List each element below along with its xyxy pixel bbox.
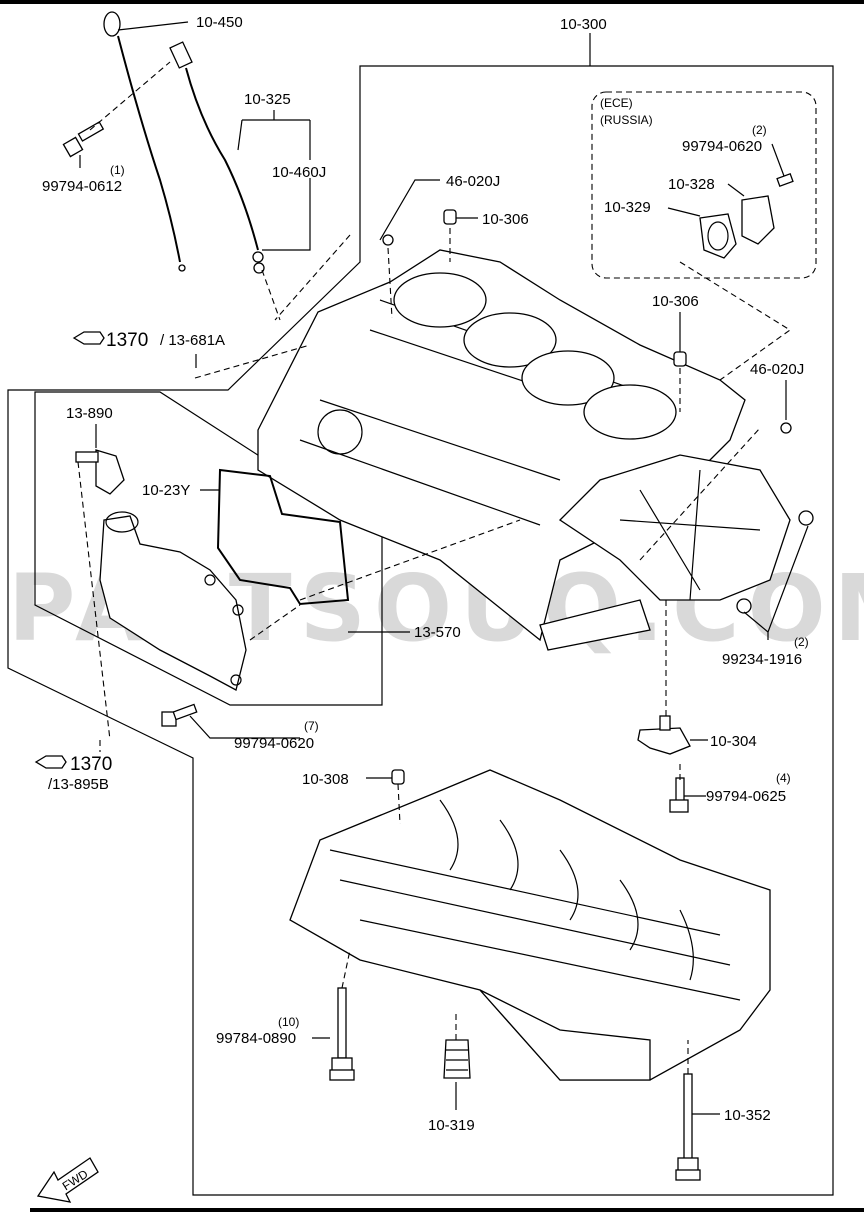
oil-dipstick: [103, 11, 186, 272]
oil-jet: [637, 715, 691, 755]
label-qty-7: (7): [304, 719, 319, 733]
label-10-304: 10-304: [710, 733, 757, 750]
label-qty-10: (10): [278, 1015, 299, 1029]
fwd-arrow: [36, 1157, 99, 1203]
pcv-fitting: [75, 449, 125, 495]
cover-plate: [741, 195, 775, 245]
dowel-pin-mid: [673, 351, 687, 367]
separator-gasket: [216, 468, 350, 606]
label-10-23y: 10-23Y: [142, 482, 190, 499]
label-ref-1370-a: 1370: [106, 330, 148, 351]
label-10-328: 10-328: [668, 176, 715, 193]
label-10-450: 10-450: [196, 14, 243, 31]
reference-hand-icon-a: [72, 331, 105, 345]
bolt-99784-0890: [329, 987, 355, 1081]
label-qty-2-mid: (2): [794, 635, 809, 649]
plug-right: [780, 422, 792, 434]
top-border-bar: [0, 0, 864, 4]
bolt-99794-0620: [161, 703, 198, 727]
label-99794-0625: 99794-0625: [706, 788, 786, 805]
label-10-329: 10-329: [604, 199, 651, 216]
oil-separator: [99, 511, 247, 691]
label-qty-4: (4): [776, 771, 791, 785]
label-ref-13-895b: /13-895B: [48, 776, 109, 793]
label-46-020j-top: 46-020J: [446, 173, 500, 190]
bush-10-319: [443, 1039, 471, 1079]
label-99794-0620-mid: 99794-0620: [234, 735, 314, 752]
oil-separator-frame: [34, 391, 383, 706]
dipstick-guide-tube: [169, 41, 265, 274]
reference-hand-icon-b: [34, 755, 67, 769]
label-10-460j: 10-460J: [272, 164, 326, 181]
dowel-pin-top: [443, 209, 457, 225]
label-99234-1916: 99234-1916: [722, 651, 802, 668]
ece-russia-frame: [591, 91, 817, 279]
bottom-border-bar: [30, 1208, 864, 1212]
label-10-300: 10-300: [560, 16, 607, 33]
label-10-352: 10-352: [724, 1107, 771, 1124]
label-10-306-top: 10-306: [482, 211, 529, 228]
label-10-306-mid: 10-306: [652, 293, 699, 310]
label-10-319: 10-319: [428, 1117, 475, 1134]
plug-b: [736, 598, 752, 614]
main-group-frame: [7, 65, 834, 1196]
label-10-325: 10-325: [244, 91, 291, 108]
label-99784-0890: 99784-0890: [216, 1030, 296, 1047]
label-13-570: 13-570: [414, 624, 461, 641]
bolt-small-ece: [776, 173, 794, 187]
label-46-020j-right: 46-020J: [750, 361, 804, 378]
label-ref-1370-b: 1370: [70, 754, 112, 775]
label-ece: (ECE): [600, 96, 633, 110]
label-qty-1: (1): [110, 163, 125, 177]
plug-a: [798, 510, 814, 526]
label-russia: (RUSSIA): [600, 113, 653, 127]
bolt-99794-0625: [669, 777, 689, 813]
label-13-890: 13-890: [66, 405, 113, 422]
label-ref-13-681a: / 13-681A: [160, 332, 225, 349]
cover-gasket: [699, 213, 737, 259]
label-99794-0620-top: 99794-0620: [682, 138, 762, 155]
bolt-99794-0612: [62, 121, 105, 158]
label-10-308: 10-308: [302, 771, 349, 788]
cylinder-block: [257, 249, 791, 651]
label-99794-0612: 99794-0612: [42, 178, 122, 195]
crankcase: [289, 769, 771, 1081]
plug-top: [382, 234, 394, 246]
label-qty-2-top: (2): [752, 123, 767, 137]
bolt-10-352: [675, 1073, 701, 1181]
dowel-10-308: [391, 769, 405, 785]
